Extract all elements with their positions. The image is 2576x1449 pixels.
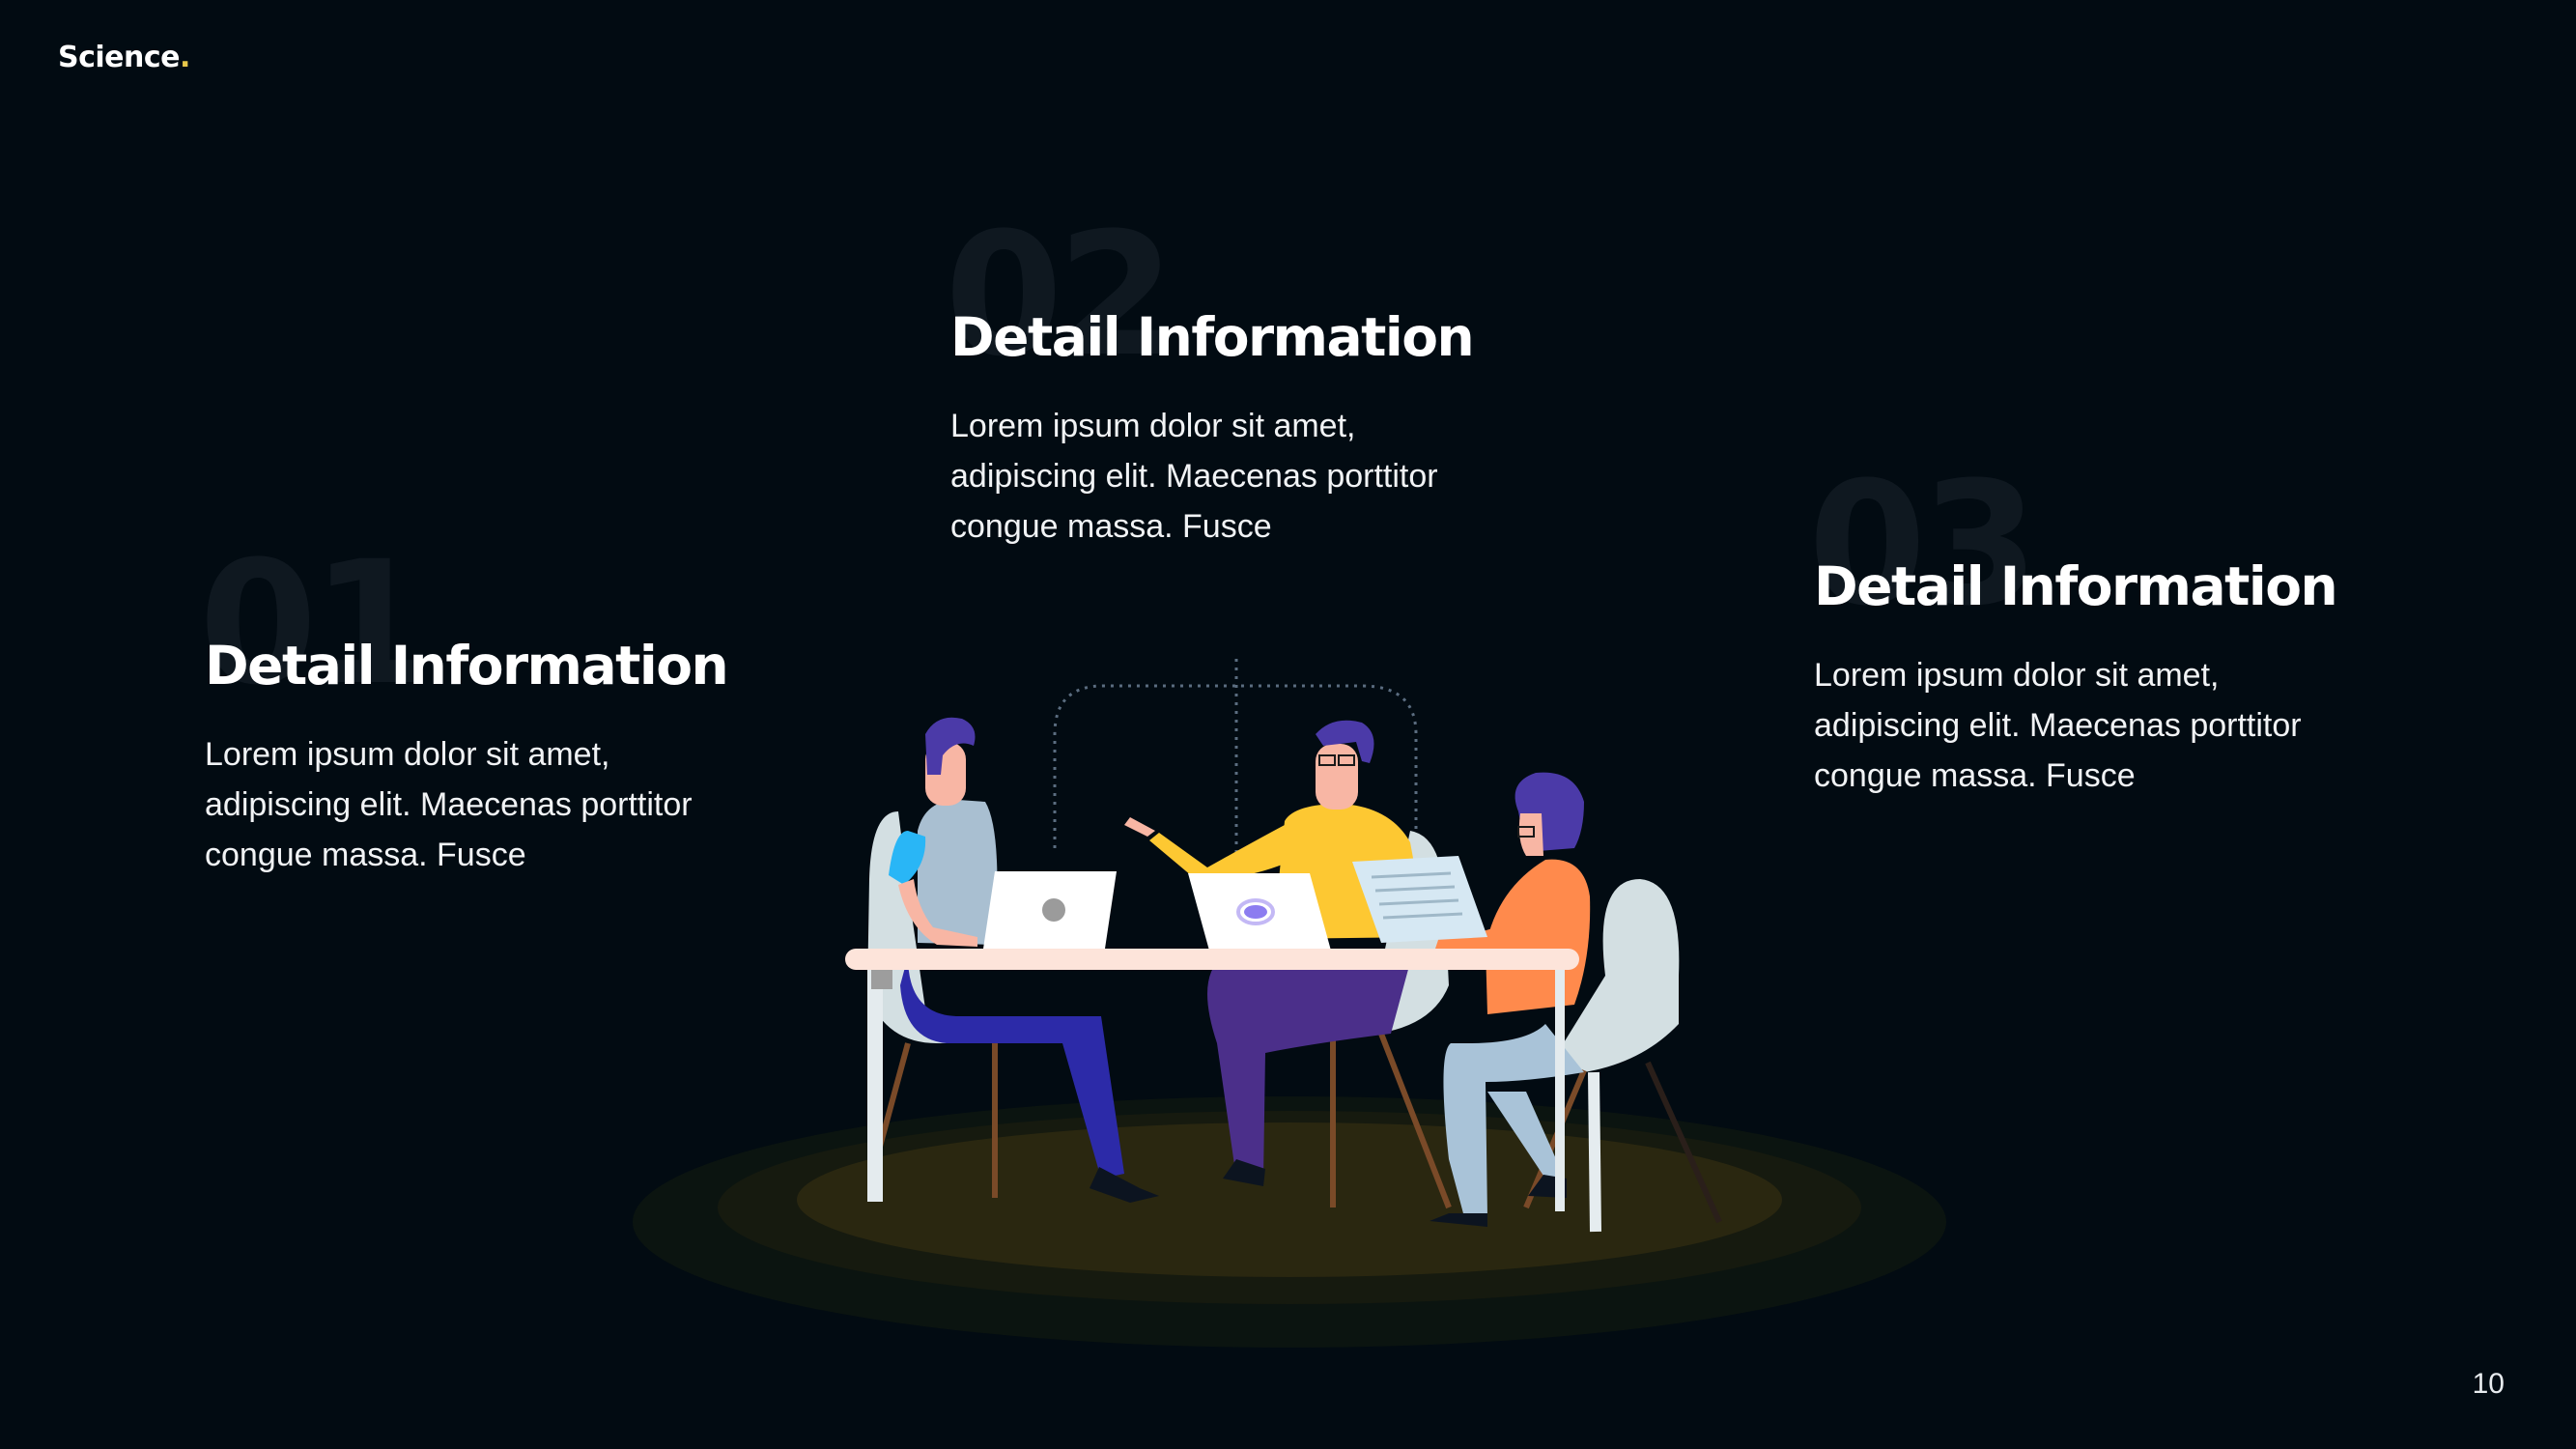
laptop-left xyxy=(983,871,1117,949)
block-title: Detail Information xyxy=(1814,555,2338,617)
laptop-right xyxy=(1352,856,1487,943)
brand-logo: Science. xyxy=(58,41,190,74)
block-description: Lorem ipsum dolor sit amet, adipiscing e… xyxy=(205,736,693,874)
page-number: 10 xyxy=(2472,1368,2505,1400)
block-number: 02 xyxy=(945,196,1175,394)
floor-glow-inner xyxy=(797,1122,1782,1277)
brand-dot: . xyxy=(180,41,190,74)
laptop-middle xyxy=(1188,873,1331,951)
team-meeting-illustration-icon xyxy=(633,659,1946,1348)
brand-name: Science xyxy=(58,41,181,74)
block-number: 03 xyxy=(1808,445,2039,643)
block-description: Lorem ipsum dolor sit amet, adipiscing e… xyxy=(1814,657,2302,795)
block-description: Lorem ipsum dolor sit amet, adipiscing e… xyxy=(950,408,1438,546)
info-block-2: 02 Detail Information Lorem ipsum dolor … xyxy=(945,211,1530,552)
info-block-3: 03 Detail Information Lorem ipsum dolor … xyxy=(1808,460,2393,801)
info-block-1: 01 Detail Information Lorem ipsum dolor … xyxy=(199,539,784,880)
person-left xyxy=(889,717,1159,1203)
block-number: 01 xyxy=(199,525,430,723)
block-title: Detail Information xyxy=(950,306,1475,368)
person-right xyxy=(1430,772,1591,1227)
dotted-connector xyxy=(1053,659,1418,862)
block-title: Detail Information xyxy=(205,635,729,696)
meeting-table xyxy=(845,949,1579,1211)
chair-right xyxy=(1523,879,1722,1233)
